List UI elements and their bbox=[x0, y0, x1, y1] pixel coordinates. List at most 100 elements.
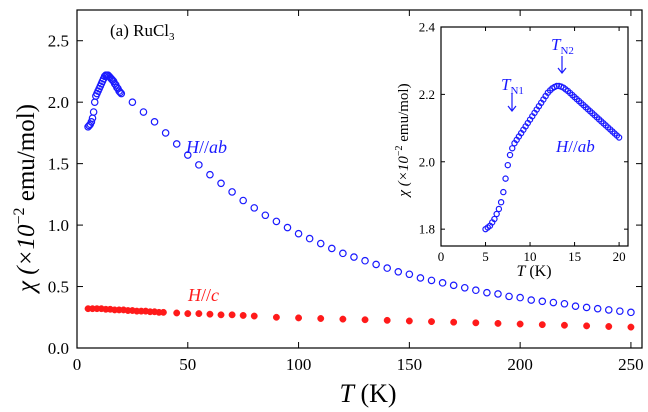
main-data-point-series-a bbox=[350, 253, 358, 261]
inset-y-tick-label: 2.2 bbox=[419, 87, 435, 102]
main-data-point-series-a bbox=[115, 87, 123, 95]
main-data-point-series-a bbox=[172, 140, 181, 148]
annotation-tn1-arrow bbox=[507, 93, 517, 112]
main-x-tick-label: 150 bbox=[397, 355, 423, 374]
main-data-point-series-b bbox=[239, 311, 247, 319]
main-x-tick-label: 50 bbox=[179, 355, 196, 374]
main-data-point-series-a bbox=[261, 211, 270, 220]
main-data-point-series-b bbox=[206, 310, 214, 318]
inset-data-point-series-a bbox=[509, 145, 516, 152]
main-data-point-series-a bbox=[328, 244, 336, 253]
inset-data-point-series-a bbox=[553, 82, 560, 90]
main-data-point-series-a bbox=[416, 274, 425, 282]
main-data-point-series-a bbox=[272, 217, 281, 226]
main-data-point-series-a bbox=[472, 286, 480, 295]
main-data-point-series-a bbox=[283, 223, 292, 232]
main-y-tick-label: 0.5 bbox=[48, 277, 69, 296]
main-data-point-series-a bbox=[87, 118, 96, 126]
main-data-point-series-a bbox=[593, 304, 602, 313]
inset-plot-frame bbox=[440, 26, 629, 247]
main-data-point-series-a bbox=[85, 121, 93, 130]
main-data-point-series-a bbox=[217, 179, 225, 188]
main-data-point-series-b bbox=[361, 316, 369, 324]
main-data-point-series-b bbox=[561, 321, 568, 329]
main-data bbox=[84, 71, 635, 331]
main-data-point-series-a bbox=[427, 276, 436, 285]
main-data-point-series-a bbox=[405, 270, 414, 279]
main-data-point-series-a bbox=[372, 260, 380, 269]
main-data-point-series-a bbox=[483, 288, 491, 297]
main-y-tick-label: 2.5 bbox=[48, 32, 69, 51]
main-data-point-series-a bbox=[316, 239, 325, 248]
main-data-point-series-b bbox=[383, 316, 391, 324]
main-data-point-series-a bbox=[449, 281, 458, 290]
main-data-point-series-a bbox=[117, 89, 126, 98]
main-data-point-series-b bbox=[195, 310, 203, 318]
inset-data-point-series-a bbox=[495, 205, 503, 213]
inset-x-tick-label: 5 bbox=[482, 249, 489, 264]
main-data-point-series-a bbox=[206, 170, 214, 179]
main-data-point-series-b bbox=[272, 313, 280, 321]
main-data-point-series-b bbox=[173, 309, 181, 317]
main-data-point-series-a bbox=[438, 279, 447, 287]
main-data-point-series-b bbox=[184, 310, 192, 318]
main-data-point-series-a bbox=[394, 267, 403, 276]
main-data-point-series-a bbox=[616, 307, 624, 315]
inset-data-point-series-a bbox=[502, 175, 509, 182]
main-data-point-series-a bbox=[139, 108, 148, 116]
inset-data-point-series-a bbox=[500, 188, 507, 196]
main-data-point-series-b bbox=[228, 311, 236, 319]
main-data-point-series-a bbox=[294, 229, 303, 238]
main-data-point-series-a bbox=[494, 290, 502, 298]
main-x-tick-label: 0 bbox=[73, 355, 82, 374]
main-data-point-series-a bbox=[361, 256, 369, 265]
main-x-axis-label: T (K) bbox=[339, 379, 396, 408]
inset-x-tick-label: 10 bbox=[524, 249, 537, 264]
main-data-point-series-b bbox=[405, 317, 413, 325]
inset-y-tick-label: 2.0 bbox=[419, 154, 435, 169]
inset-data-point-series-a bbox=[493, 210, 500, 218]
main-data-point-series-a bbox=[538, 297, 547, 306]
main-data-point-series-b bbox=[217, 311, 225, 319]
inset-x-tick-label: 20 bbox=[613, 249, 626, 264]
main-data-point-series-a bbox=[549, 298, 558, 307]
main-data-point-series-b bbox=[605, 323, 613, 330]
main-data-point-series-a bbox=[228, 188, 236, 196]
main-y-tick-label: 0.0 bbox=[48, 339, 69, 358]
main-data-point-series-a bbox=[460, 283, 469, 292]
inset-x-axis-label: T (K) bbox=[516, 263, 551, 280]
inset-y-axis-label: χ (×10−2 emu/mol) bbox=[394, 83, 412, 198]
inset-data-point-series-a bbox=[497, 198, 505, 206]
annotation-tn2: TN2 bbox=[551, 35, 574, 57]
main-data-point-series-a bbox=[339, 249, 347, 258]
main-y-tick-label: 1.5 bbox=[48, 155, 69, 174]
main-data-point-series-b bbox=[339, 315, 347, 323]
main-data-point-series-b bbox=[250, 312, 258, 320]
main-data-point-series-b bbox=[317, 315, 325, 322]
main-data-point-series-a bbox=[571, 302, 580, 311]
inset-y-tick-label: 1.8 bbox=[419, 222, 435, 237]
main-data-point-series-a bbox=[582, 303, 591, 312]
main-data-point-series-b bbox=[295, 314, 303, 322]
main-data-point-series-b bbox=[450, 318, 458, 326]
inset-x-tick-label: 15 bbox=[568, 249, 581, 264]
main-y-axis-label: χ (×10−2 emu/mol) bbox=[11, 104, 40, 294]
main-data-point-series-b bbox=[538, 321, 546, 329]
main-data-point-series-a bbox=[627, 308, 635, 317]
main-data-point-series-a bbox=[239, 196, 247, 205]
main-data-point-series-a bbox=[604, 306, 613, 314]
main-data-point-series-a bbox=[128, 98, 137, 106]
series-label-h-c: H//c bbox=[187, 285, 219, 305]
main-data-point-series-a bbox=[116, 88, 125, 97]
inset-series-label-h-ab: H//ab bbox=[555, 137, 595, 156]
main-data-point-series-b bbox=[472, 319, 480, 327]
main-x-tick-label: 200 bbox=[507, 355, 533, 374]
inset-background bbox=[441, 27, 628, 246]
main-data-point-series-b bbox=[583, 322, 591, 330]
main-y-tick-label: 2.0 bbox=[48, 93, 69, 112]
inset-data bbox=[482, 82, 623, 233]
main-y-tick-label: 1.0 bbox=[48, 216, 69, 235]
main-data-point-series-a bbox=[305, 234, 314, 243]
